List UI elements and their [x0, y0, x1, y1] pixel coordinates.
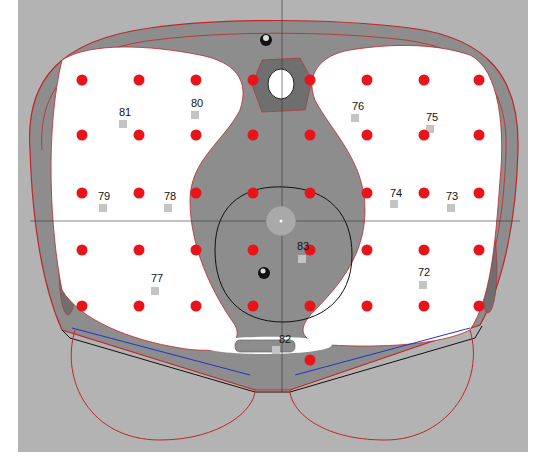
dose-point: [419, 301, 430, 312]
dose-point: [248, 75, 259, 86]
dose-point: [134, 188, 145, 199]
callout-number: 78: [164, 190, 176, 202]
measurement-square: [419, 281, 427, 289]
dose-point: [191, 245, 202, 256]
dose-point: [77, 188, 88, 199]
callout-number: 79: [98, 190, 110, 202]
callout-number: 83: [297, 240, 309, 252]
dose-point: [305, 355, 316, 366]
dose-point: [134, 75, 145, 86]
dose-point: [191, 188, 202, 199]
measurement-square: [191, 111, 199, 119]
dose-point: [191, 75, 202, 86]
callout-number: 82: [279, 333, 291, 345]
dose-point: [474, 75, 485, 86]
dose-point: [248, 188, 259, 199]
dose-point: [191, 301, 202, 312]
callout-number: 72: [418, 266, 430, 278]
dose-point: [362, 130, 373, 141]
measurement-square: [298, 255, 306, 263]
callout-number: 73: [446, 190, 458, 202]
measurement-square: [447, 204, 455, 212]
callout-number: 80: [191, 97, 203, 109]
dose-point: [419, 188, 430, 199]
measurement-square: [99, 204, 107, 212]
dose-point: [305, 75, 316, 86]
measurement-square: [390, 200, 398, 208]
dose-point: [474, 130, 485, 141]
measurement-square: [351, 114, 359, 122]
dose-point: [248, 130, 259, 141]
dose-point: [77, 245, 88, 256]
dose-point: [305, 188, 316, 199]
dose-point: [419, 75, 430, 86]
dose-point: [77, 75, 88, 86]
dose-point: [362, 188, 373, 199]
measurement-square: [164, 204, 172, 212]
dose-point: [305, 301, 316, 312]
dose-point: [191, 130, 202, 141]
dose-point: [134, 301, 145, 312]
dose-point: [305, 130, 316, 141]
measurement-square: [151, 287, 159, 295]
dose-point: [362, 245, 373, 256]
dose-point: [362, 75, 373, 86]
dose-point: [77, 301, 88, 312]
callout-number: 81: [119, 106, 131, 118]
dose-point: [474, 245, 485, 256]
measurement-square: [272, 346, 280, 354]
dose-point: [419, 245, 430, 256]
callout-number: 77: [151, 272, 163, 284]
dose-point: [474, 301, 485, 312]
dose-point: [362, 301, 373, 312]
callout-number: 75: [426, 111, 438, 123]
dose-point: [77, 130, 88, 141]
dose-point: [134, 245, 145, 256]
dose-point: [248, 301, 259, 312]
callout-number: 76: [352, 100, 364, 112]
callout-number: 74: [390, 187, 402, 199]
dose-point: [248, 245, 259, 256]
dose-point: [474, 188, 485, 199]
measurement-square: [119, 120, 127, 128]
dose-point: [134, 130, 145, 141]
dose-point: [419, 130, 430, 141]
